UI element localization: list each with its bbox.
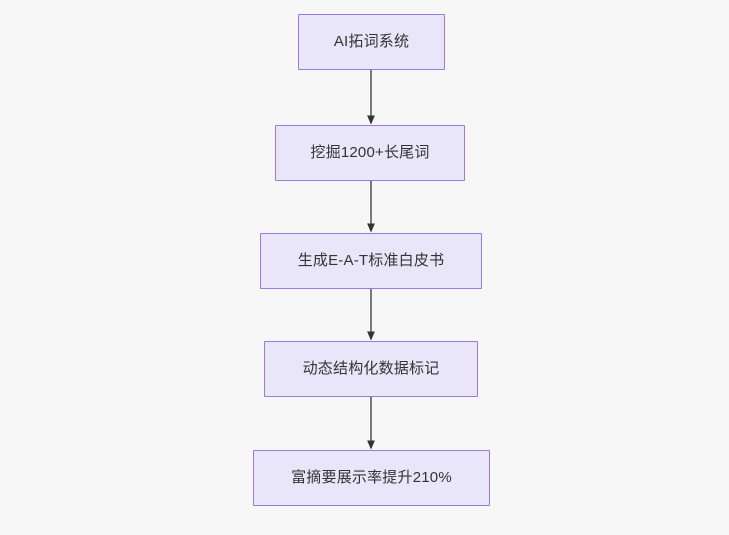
flow-node-3-label: 生成E-A-T标准白皮书: [297, 252, 445, 269]
flow-node-1-label: AI拓词系统: [333, 33, 410, 50]
flow-node-2[interactable]: 挖掘1200+长尾词: [275, 125, 465, 181]
flow-node-5[interactable]: 富摘要展示率提升210%: [253, 450, 490, 506]
flow-node-4[interactable]: 动态结构化数据标记: [264, 341, 478, 397]
flow-node-3[interactable]: 生成E-A-T标准白皮书: [260, 233, 482, 289]
flow-node-1[interactable]: AI拓词系统: [298, 14, 445, 70]
flow-node-4-label: 动态结构化数据标记: [302, 360, 440, 377]
flow-node-2-label: 挖掘1200+长尾词: [310, 144, 430, 161]
flow-node-5-label: 富摘要展示率提升210%: [291, 469, 452, 486]
